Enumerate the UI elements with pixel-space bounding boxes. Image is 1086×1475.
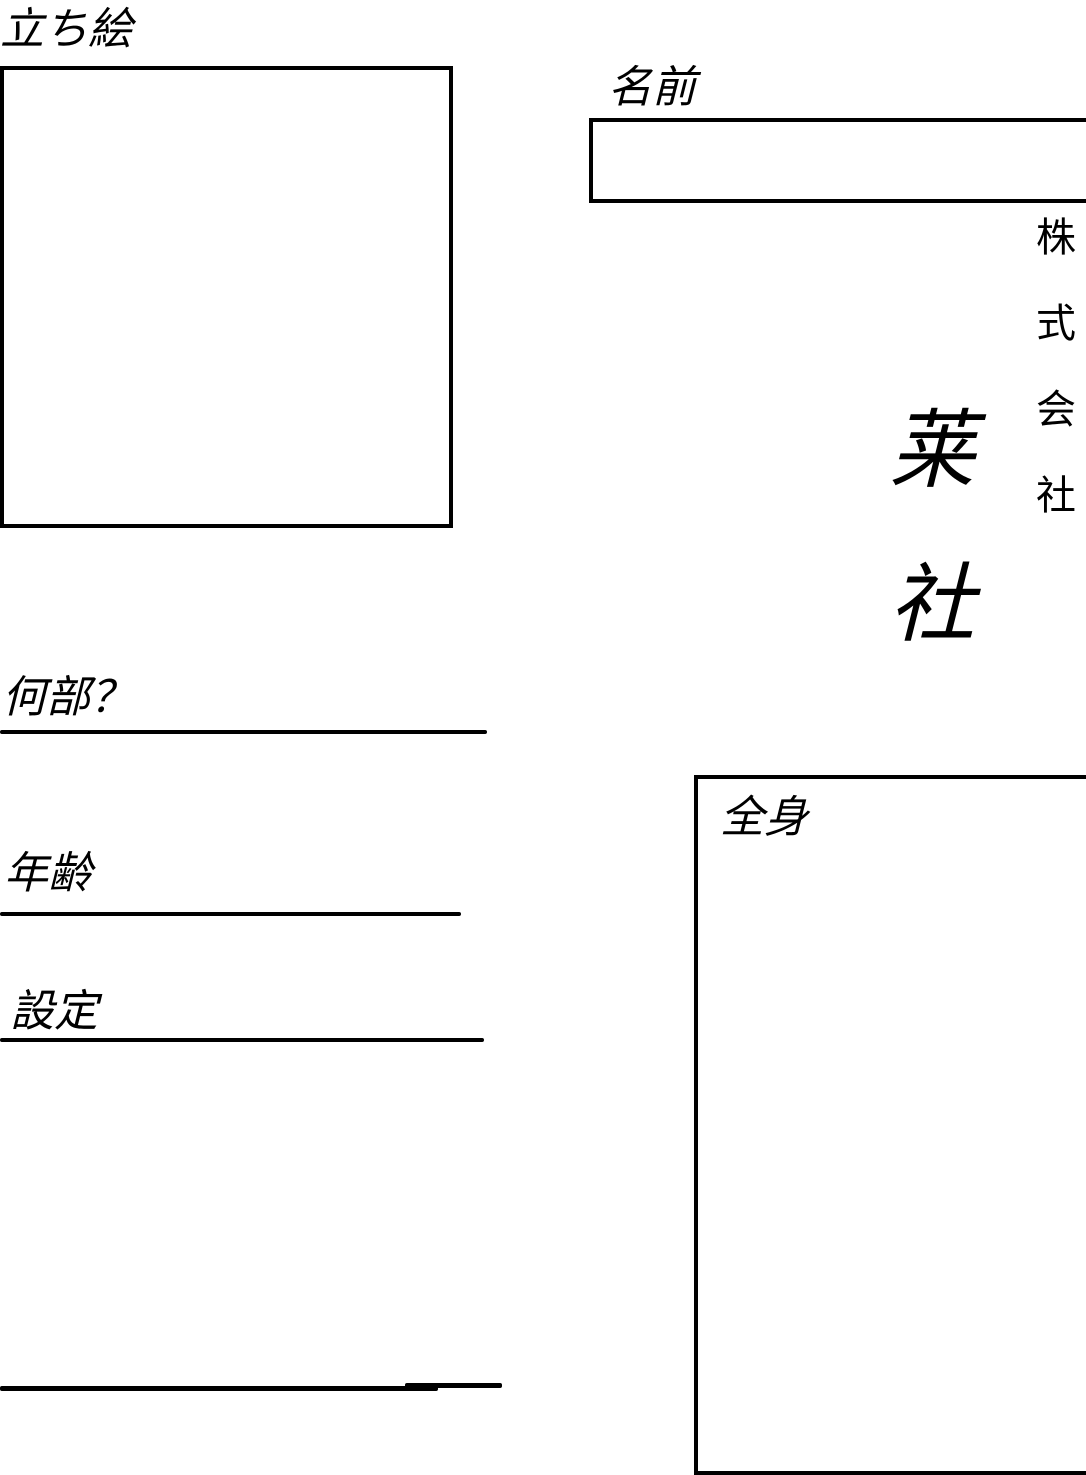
name-label: 名前 (608, 62, 696, 113)
company-name-char: 社 (889, 555, 975, 655)
age-label: 年齢 (4, 848, 92, 899)
portrait-image-box[interactable] (0, 66, 453, 528)
portrait-label: 立ち絵 (0, 4, 132, 55)
full-body-image-box[interactable] (694, 775, 1086, 1475)
age-field-line[interactable] (0, 912, 461, 916)
setting-label: 設定 (10, 986, 98, 1037)
company-name-char: 莱 (889, 401, 975, 501)
company-char: 株 (1036, 215, 1076, 261)
setting-bottom-line (0, 1386, 438, 1391)
club-label: 何部？ (2, 672, 134, 723)
full-body-label: 全身 (720, 792, 808, 843)
setting-field-line[interactable] (0, 1038, 484, 1042)
company-char: 式 (1036, 301, 1076, 347)
company-char: 会 (1036, 387, 1076, 433)
company-char: 社 (1036, 473, 1076, 519)
setting-bottom-line-end (405, 1383, 502, 1388)
name-field[interactable] (589, 118, 1086, 203)
club-field-line[interactable] (0, 730, 487, 734)
